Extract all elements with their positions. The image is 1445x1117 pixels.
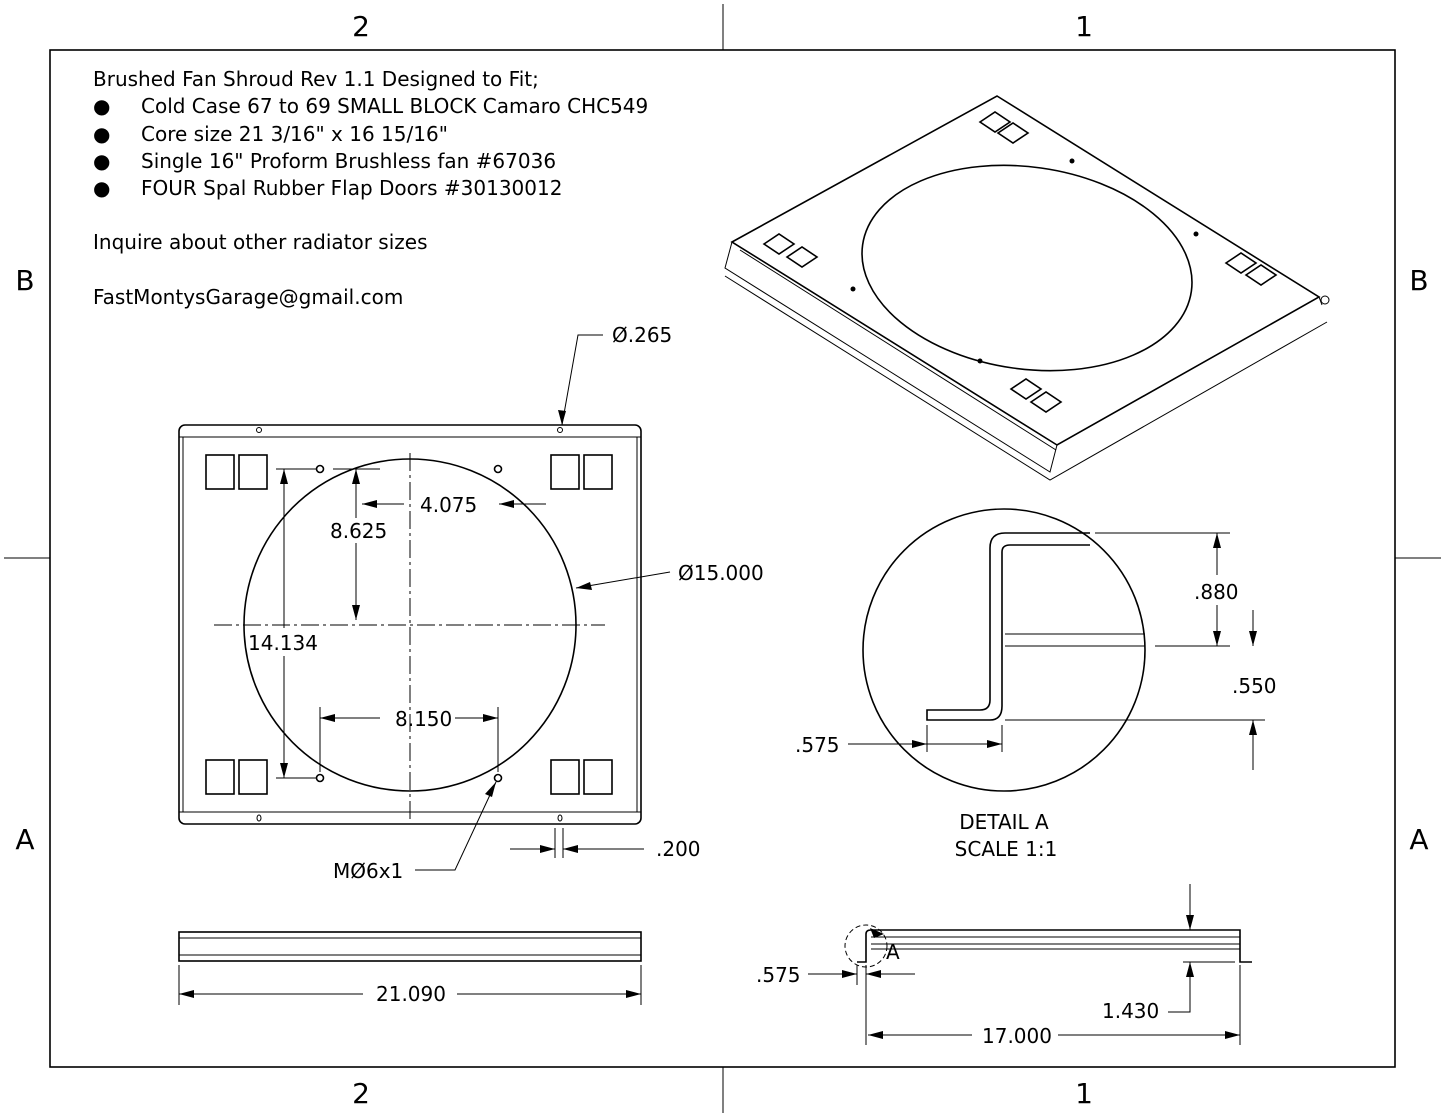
dim-hole-vspacing: 14.134 xyxy=(248,631,318,655)
list-item: ● FOUR Spal Rubber Flap Doors #30130012 xyxy=(93,175,648,202)
notes-bullet: Core size 21 3/16" x 16 15/16" xyxy=(141,121,448,146)
front-view: Ø.265 4.075 8.625 14.134 Ø15.000 8.150 .… xyxy=(178,323,764,883)
zone-top-2: 2 xyxy=(352,10,370,43)
detail-marker-label: A xyxy=(886,940,900,964)
detail-label: DETAIL A xyxy=(959,810,1049,834)
zone-right-B: B xyxy=(1409,264,1428,297)
side-view: A 1.430 .575 17.000 xyxy=(756,884,1252,1048)
list-item: ● Single 16" Proform Brushless fan #67036 xyxy=(93,148,648,175)
dim-x-offset: 4.075 xyxy=(420,493,477,517)
dim-width: 21.090 xyxy=(376,982,446,1006)
notes-bullet: FOUR Spal Rubber Flap Doors #30130012 xyxy=(141,176,563,201)
shroud-edge-view xyxy=(178,931,642,962)
notes-bullet: Single 16" Proform Brushless fan #67036 xyxy=(141,148,557,173)
dim-detail-depth: .880 xyxy=(1194,580,1239,604)
notes-email: FastMontysGarage@gmail.com xyxy=(93,284,404,309)
bullet-icon: ● xyxy=(93,148,111,173)
side-profile xyxy=(857,929,1252,963)
iso-flap-doors xyxy=(762,111,1278,413)
dim-detail-flange: .575 xyxy=(795,733,840,757)
dim-fan-diameter: Ø15.000 xyxy=(678,561,764,585)
dim-y-offset: 8.625 xyxy=(330,519,387,543)
zone-bottom-2: 2 xyxy=(352,1077,370,1110)
notes-bullet: Cold Case 67 to 69 SMALL BLOCK Camaro CH… xyxy=(141,94,649,119)
dim-hole-hspacing: 8.150 xyxy=(395,707,452,731)
zone-top-1: 1 xyxy=(1075,10,1093,43)
iso-top-face xyxy=(730,95,1321,446)
zone-left-B: B xyxy=(15,264,34,297)
dim-thread: MØ6x1 xyxy=(333,859,403,883)
isometric-view xyxy=(724,95,1330,481)
detail-circle xyxy=(862,508,1146,792)
bottom-view: 21.090 xyxy=(178,931,642,1006)
mounting-holes xyxy=(256,427,563,822)
zone-right-A: A xyxy=(1409,823,1428,856)
bullet-icon: ● xyxy=(93,176,111,201)
iso-fan-opening xyxy=(861,164,1193,372)
notes-title: Brushed Fan Shroud Rev 1.1 Designed to F… xyxy=(93,67,539,91)
zone-left-A: A xyxy=(15,823,34,856)
shroud-outline xyxy=(178,424,642,825)
dim-side-flange: .575 xyxy=(756,963,801,987)
list-item: ● Cold Case 67 to 69 SMALL BLOCK Camaro C… xyxy=(93,93,648,120)
dim-hole-diameter: Ø.265 xyxy=(612,323,672,347)
iso-holes xyxy=(850,158,1199,364)
zone-bottom-1: 1 xyxy=(1075,1077,1093,1110)
list-item: ● Core size 21 3/16" x 16 15/16" xyxy=(93,121,648,148)
dim-edge-gap: .200 xyxy=(656,837,701,861)
title-notes: Brushed Fan Shroud Rev 1.1 Designed to F… xyxy=(93,66,648,311)
dim-side-length: 17.000 xyxy=(982,1024,1052,1048)
detail-scale: SCALE 1:1 xyxy=(955,837,1058,861)
flap-door-windows xyxy=(205,454,613,795)
dim-side-height: 1.430 xyxy=(1102,999,1159,1023)
notes-inquire: Inquire about other radiator sizes xyxy=(93,230,428,255)
bullet-icon: ● xyxy=(93,94,111,119)
bullet-icon: ● xyxy=(93,121,111,146)
dim-detail-offset: .550 xyxy=(1232,674,1277,698)
detail-profile xyxy=(926,532,1090,721)
detail-a-view: .880 .550 .575 DETAIL A SCALE 1:1 xyxy=(795,508,1277,861)
